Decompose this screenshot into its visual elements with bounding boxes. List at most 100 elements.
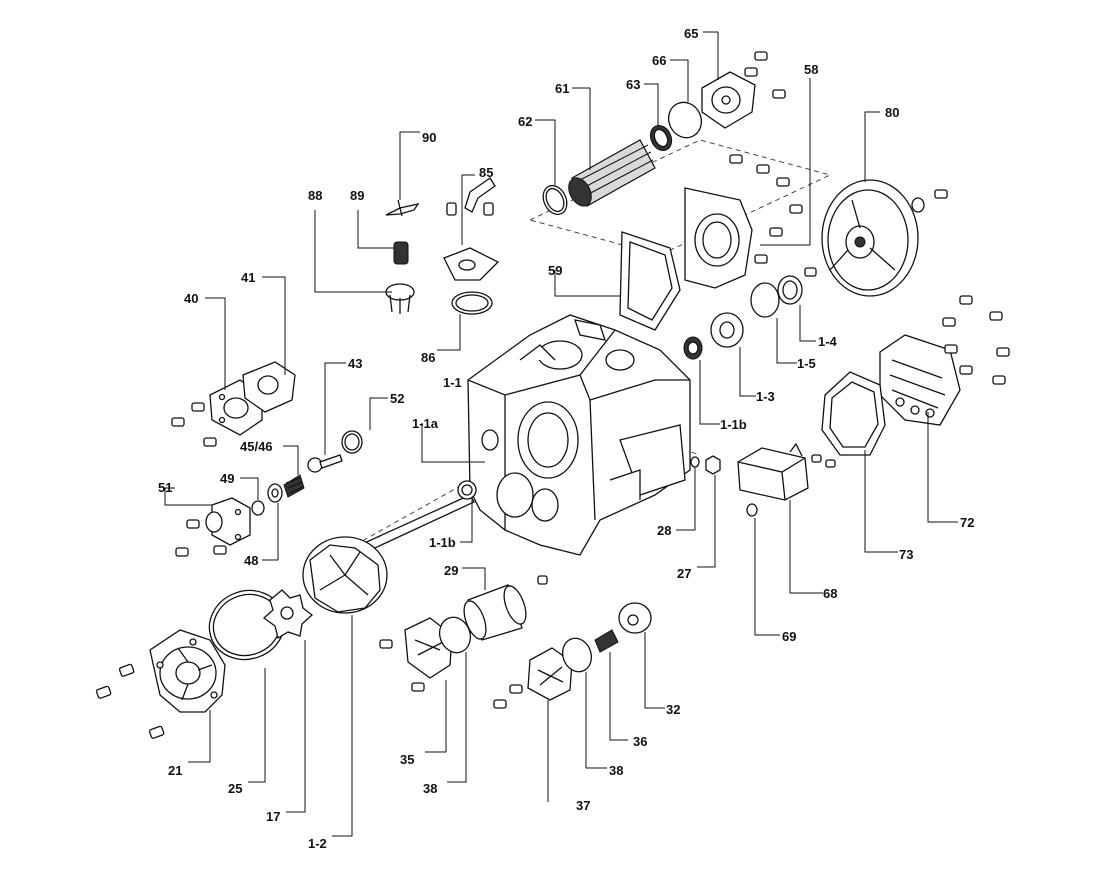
cover-72 [879, 334, 961, 426]
small-fittings-68 [811, 454, 836, 468]
callout-38-left: 38 [423, 781, 437, 796]
spring-89 [393, 241, 409, 265]
callout-36: 36 [633, 734, 647, 749]
cover-bolts-21 [95, 663, 165, 739]
callout-88: 88 [308, 188, 322, 203]
pulley-80 [821, 179, 948, 297]
callout-90: 90 [422, 130, 436, 145]
callout-1-1b-left: 1-1b [429, 535, 456, 550]
callout-1-4: 1-4 [818, 334, 838, 349]
plunger-43 [307, 454, 343, 473]
bolts-37 [493, 684, 523, 709]
callout-73: 73 [899, 547, 913, 562]
bolt-small-right [804, 267, 817, 277]
shaft [359, 480, 477, 554]
callout-37: 37 [576, 798, 590, 813]
spring-45-46 [283, 474, 305, 498]
callout-1-1: 1-1 [443, 375, 462, 390]
callout-65: 65 [684, 26, 698, 41]
callout-27: 27 [677, 566, 691, 581]
callout-80: 80 [885, 105, 899, 120]
ring-1-4 [777, 275, 803, 305]
callout-89: 89 [350, 188, 364, 203]
callout-62: 62 [518, 114, 532, 129]
callout-21: 21 [168, 763, 182, 778]
spring-36 [594, 629, 619, 653]
callout-85: 85 [479, 165, 493, 180]
callout-72: 72 [960, 515, 974, 530]
oring-38-right [561, 637, 593, 673]
callout-69: 69 [782, 629, 796, 644]
bearing-1-3 [710, 312, 744, 348]
plug-28 [690, 456, 700, 468]
plug-32 [618, 602, 652, 634]
ring-1-5 [750, 282, 780, 318]
front-cover [149, 629, 226, 713]
callout-1-1b-right: 1-1b [720, 417, 747, 432]
callout-68: 68 [823, 586, 837, 601]
callout-35: 35 [400, 752, 414, 767]
cover-37 [527, 647, 573, 701]
callout-48: 48 [244, 553, 258, 568]
callout-32: 32 [666, 702, 680, 717]
callout-labels: 90 85 88 89 86 62 61 63 66 65 58 80 59 4… [158, 26, 974, 851]
callout-17: 17 [266, 809, 280, 824]
pump-housing [467, 314, 691, 556]
cover-65 [701, 71, 756, 129]
oring-62 [542, 184, 568, 216]
star-rotor [262, 589, 314, 640]
oring-86 [451, 291, 493, 315]
callout-38-right: 38 [609, 763, 623, 778]
gasket-41 [242, 361, 296, 413]
callout-1-2: 1-2 [308, 836, 327, 851]
callout-43: 43 [348, 356, 362, 371]
bolts-35 [379, 639, 425, 692]
strainer-61 [568, 139, 656, 207]
callout-45-46: 45/46 [240, 439, 273, 454]
bearing-housing-51 [205, 497, 251, 546]
oring-52 [341, 430, 363, 454]
callout-1-5: 1-5 [797, 356, 816, 371]
side-cover-58 [684, 187, 753, 289]
valve-90 [385, 199, 420, 217]
callout-52: 52 [390, 391, 404, 406]
callout-49: 49 [220, 471, 234, 486]
callout-41: 41 [241, 270, 255, 285]
bolts-40 [171, 402, 217, 447]
seal-1-1b-right [683, 336, 703, 360]
callout-40: 40 [184, 291, 198, 306]
bolts-58 [729, 154, 803, 264]
bolts-72 [942, 295, 1010, 385]
callout-25: 25 [228, 781, 242, 796]
callout-86: 86 [421, 350, 435, 365]
callout-1-1a: 1-1a [412, 416, 439, 431]
callout-61: 61 [555, 81, 569, 96]
callout-28: 28 [657, 523, 671, 538]
callout-29: 29 [444, 563, 458, 578]
valve-seat-88 [385, 283, 415, 314]
bolts-65 [744, 51, 786, 99]
fitting-85 [443, 177, 500, 281]
seal-48 [267, 483, 283, 503]
oring-38-left [438, 616, 472, 654]
junction-box-68 [737, 442, 809, 501]
impeller-rotor [302, 536, 388, 614]
callout-59: 59 [548, 263, 562, 278]
leader-lines [164, 31, 958, 837]
callout-58: 58 [804, 62, 818, 77]
gasket-73 [821, 371, 886, 456]
callout-66: 66 [652, 53, 666, 68]
gasket-59 [619, 231, 681, 331]
bolts-51 [175, 519, 227, 557]
ring-63 [649, 124, 673, 152]
oring-49 [251, 500, 265, 516]
sleeve-29 [463, 575, 548, 641]
oring-66 [667, 101, 703, 139]
cover-gasket [208, 589, 286, 661]
callout-1-3: 1-3 [756, 389, 775, 404]
nut-27 [705, 455, 721, 475]
callout-51: 51 [158, 480, 172, 495]
oring-69 [746, 503, 758, 517]
